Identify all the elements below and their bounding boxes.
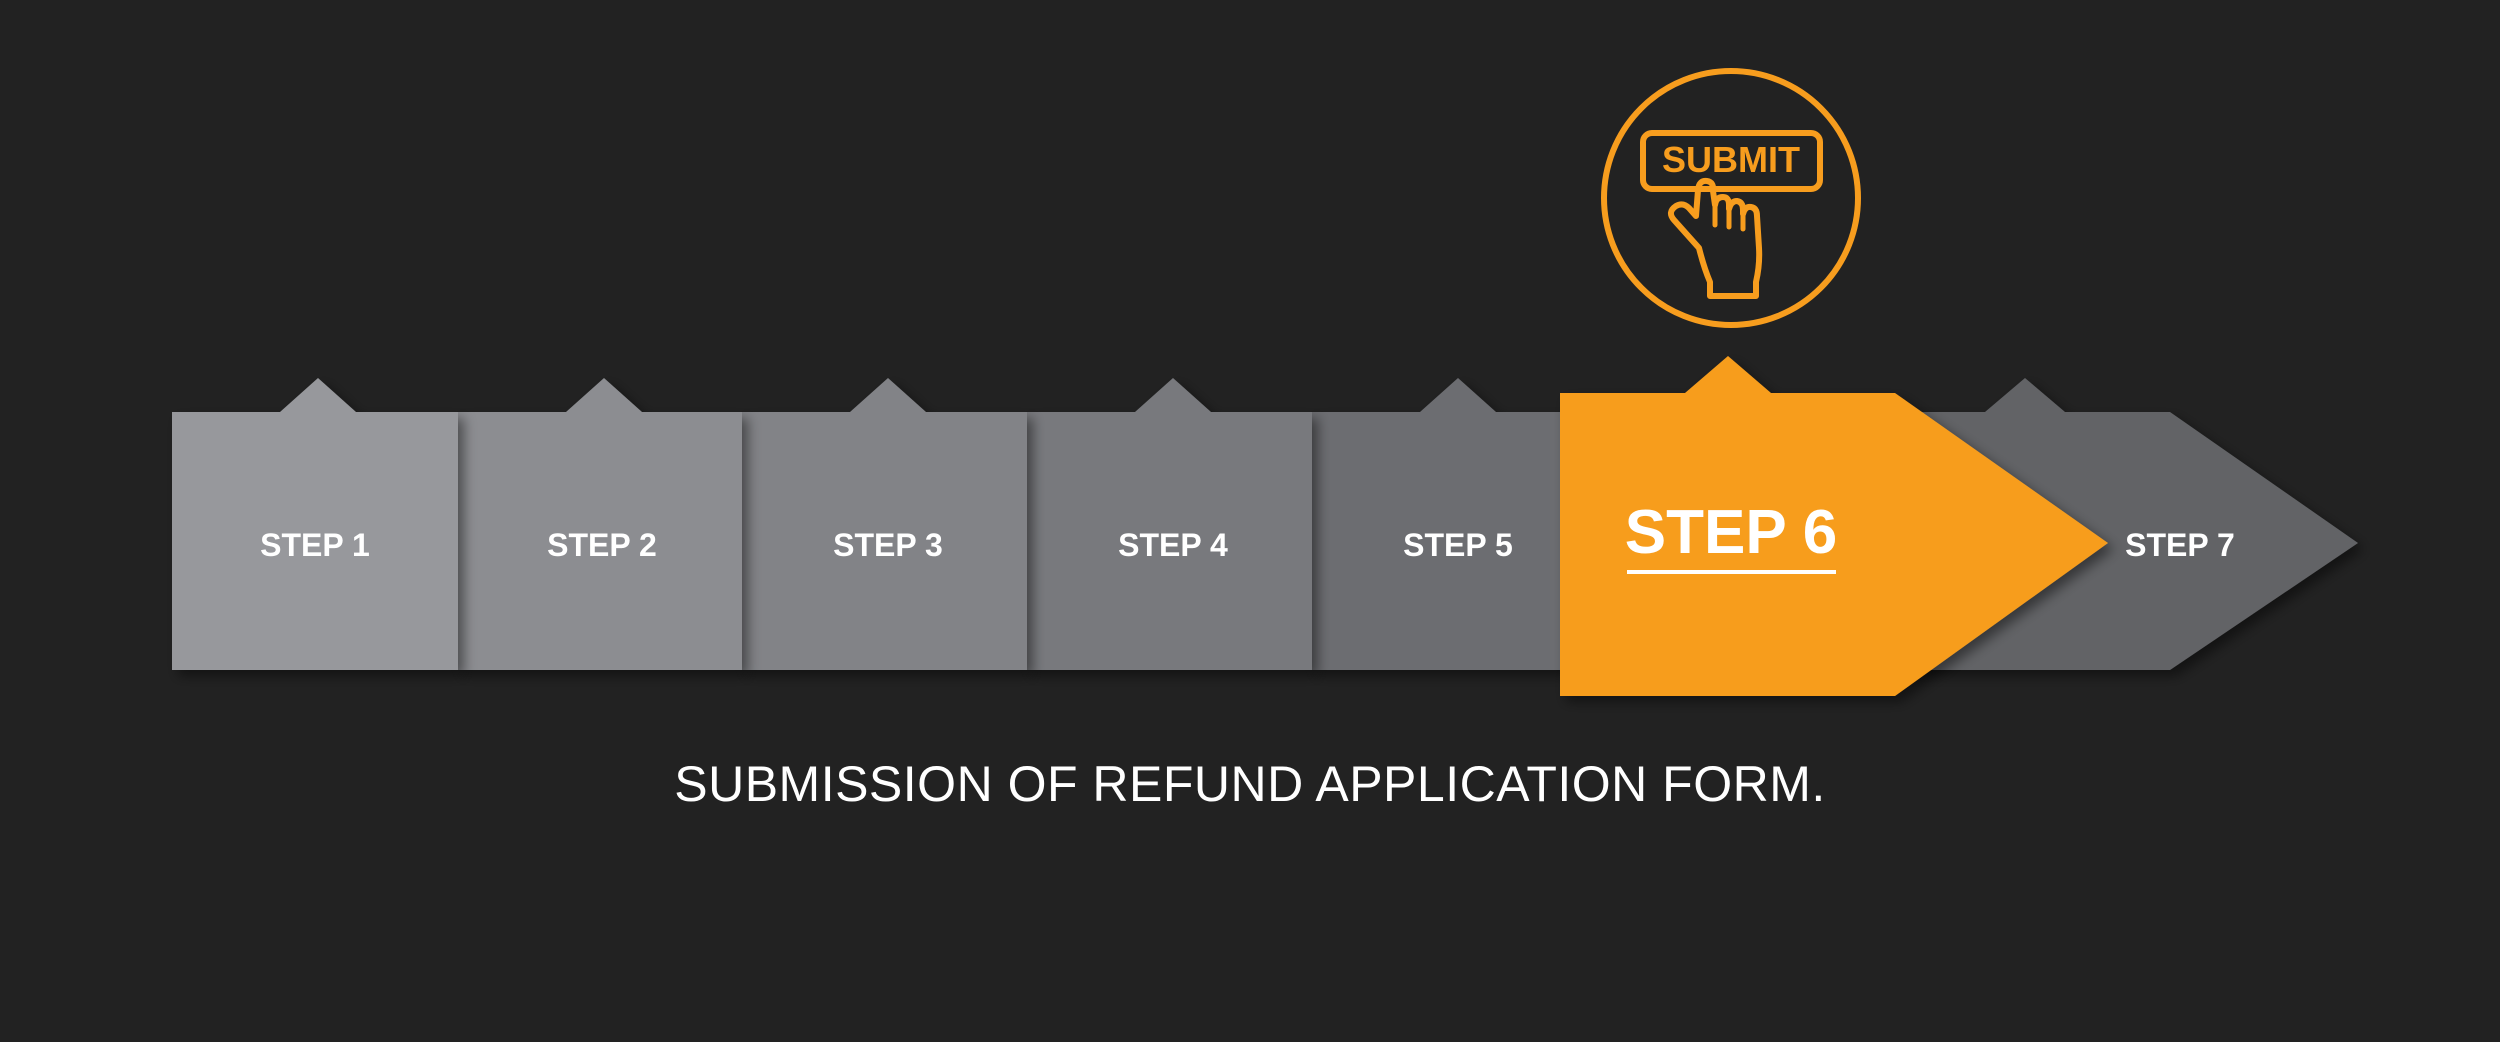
submit-button-icon <box>1640 130 1823 192</box>
step-1-shape <box>172 378 458 670</box>
step-1: STEP 1 <box>172 378 458 670</box>
step-caption: SUBMISSION OF REFUND APPLICATION FORM. <box>674 756 1826 812</box>
step-4-shape <box>1025 378 1312 670</box>
step-3-label: STEP 3 <box>833 527 943 563</box>
step-3: STEP 3 <box>740 378 1027 670</box>
step-5-label: STEP 5 <box>1403 527 1513 563</box>
step-6-shape <box>1560 356 2108 696</box>
step-7-label: STEP 7 <box>2125 527 2235 563</box>
step-2-label: STEP 2 <box>547 527 657 563</box>
step-5-shape <box>1310 378 1570 670</box>
step-2-shape <box>456 378 742 670</box>
hand-icon <box>1668 177 1763 299</box>
step-4-label: STEP 4 <box>1118 527 1228 563</box>
submit-button-text: SUBMIT <box>1662 139 1800 180</box>
step-2: STEP 2 <box>456 378 742 670</box>
step-5: STEP 5 <box>1310 378 1570 670</box>
step-6-active: STEP 6 <box>1560 356 2108 696</box>
step-3-shape <box>740 378 1027 670</box>
step-1-label: STEP 1 <box>260 527 370 563</box>
submit-hand-icon: SUBMIT <box>1601 68 1861 328</box>
icon-circle <box>1601 68 1861 328</box>
step-6-label: STEP 6 <box>1625 498 1838 567</box>
step-4: STEP 4 <box>1025 378 1312 670</box>
